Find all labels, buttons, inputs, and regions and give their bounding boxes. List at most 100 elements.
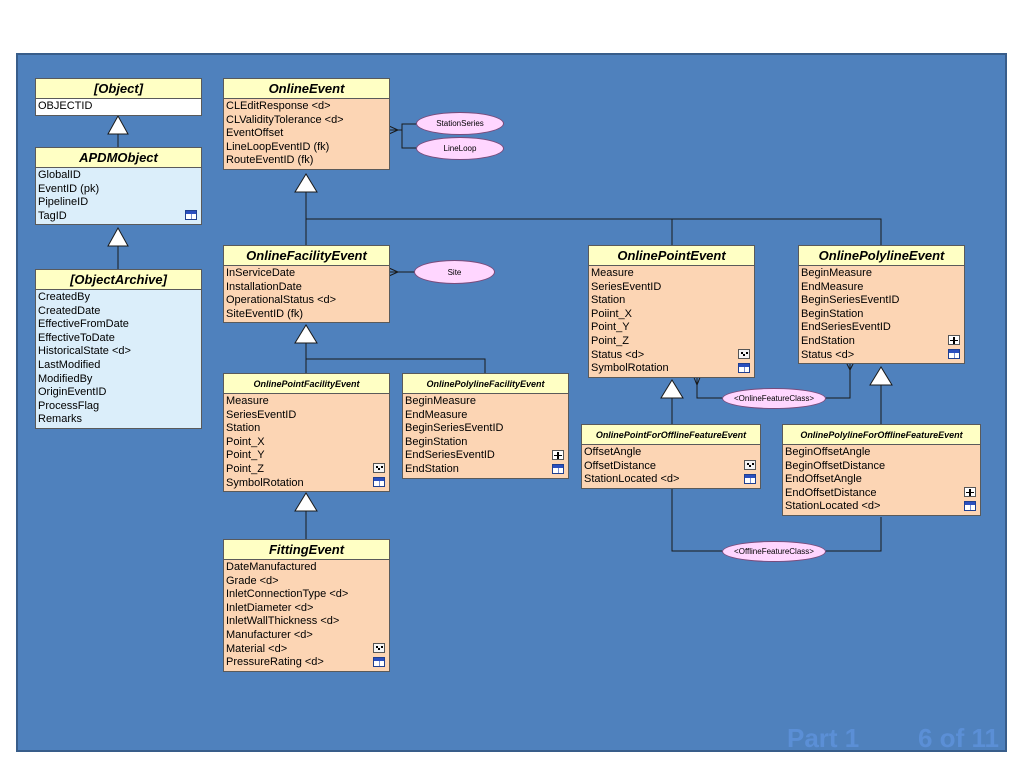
attribute: Point_Z — [226, 462, 264, 475]
online-point-event-class[interactable]: OnlinePointEvent Measure SeriesEventID S… — [588, 245, 755, 378]
object-class[interactable]: [Object] OBJECTID — [35, 78, 202, 116]
attribute: BeginOffsetDistance — [785, 459, 886, 472]
attribute: InServiceDate — [226, 267, 296, 279]
line-icon — [552, 449, 564, 460]
online-feature-class-oval[interactable]: <OnlineFeatureClass> — [722, 388, 826, 409]
part-label: Part 1 — [787, 723, 860, 753]
online-polyline-facility-event-class[interactable]: OnlinePolylineFacilityEvent BeginMeasure… — [402, 373, 569, 479]
attribute: BeginStation — [405, 435, 468, 448]
attribute: Station — [226, 422, 261, 435]
table-icon — [964, 500, 976, 511]
attribute: EndOffsetAngle — [785, 473, 862, 486]
attribute: StationLocated <d> — [584, 473, 680, 486]
attribute: OBJECTID — [38, 100, 93, 112]
class-title: OnlinePolylineFacilityEvent — [403, 374, 568, 394]
object-archive-class[interactable]: [ObjectArchive] CreatedBy CreatedDate Ef… — [35, 269, 202, 429]
station-series-oval[interactable]: StationSeries — [416, 112, 504, 135]
inheritance-arrow — [294, 492, 318, 512]
attribute: Point_Y — [226, 449, 265, 462]
table-icon — [738, 362, 750, 373]
class-title: FittingEvent — [224, 540, 389, 560]
attribute: InletDiameter <d> — [226, 601, 314, 614]
attribute: BeginSeriesEventID — [405, 422, 504, 435]
dice-icon — [738, 348, 750, 359]
attribute: BeginStation — [801, 307, 864, 320]
attribute: PressureRating <d> — [226, 656, 324, 669]
online-point-facility-event-class[interactable]: OnlinePointFacilityEvent Measure SeriesE… — [223, 373, 390, 493]
attribute: SymbolRotation — [226, 476, 304, 489]
table-icon — [552, 463, 564, 474]
fitting-event-class[interactable]: FittingEvent DateManufactured Grade <d> … — [223, 539, 390, 672]
online-point-for-offline-feature-event-class[interactable]: OnlinePointForOfflineFeatureEvent Offset… — [581, 424, 761, 489]
line-loop-oval[interactable]: LineLoop — [416, 137, 504, 160]
attribute: LastModified — [38, 358, 101, 371]
inheritance-arrow — [294, 173, 318, 193]
attribute: Point_Z — [591, 334, 629, 347]
attribute: BeginOffsetAngle — [785, 446, 871, 458]
attribute: EndOffsetDistance — [785, 486, 877, 499]
attribute: EventOffset — [226, 127, 284, 140]
attribute: Material <d> — [226, 642, 288, 655]
class-title: OnlinePolylineEvent — [799, 246, 964, 266]
attribute: SeriesEventID — [591, 280, 662, 293]
attribute: EndSeriesEventID — [405, 449, 495, 462]
table-icon — [373, 656, 385, 667]
table-icon — [948, 349, 960, 360]
attribute: OperationalStatus <d> — [226, 294, 337, 307]
dice-icon — [373, 642, 385, 653]
table-icon — [744, 473, 756, 484]
online-facility-event-class[interactable]: OnlineFacilityEvent InServiceDate Instal… — [223, 245, 390, 324]
attribute: EffectiveFromDate — [38, 318, 129, 331]
class-title: OnlineFacilityEvent — [224, 246, 389, 266]
offline-feature-class-oval[interactable]: <OfflineFeatureClass> — [722, 541, 826, 562]
attribute: Grade <d> — [226, 574, 279, 587]
attribute: EventID (pk) — [38, 182, 100, 195]
online-polyline-event-class[interactable]: OnlinePolylineEvent BeginMeasure EndMeas… — [798, 245, 965, 365]
attribute: Status <d> — [591, 348, 645, 361]
class-title: OnlinePolylineForOfflineFeatureEvent — [783, 425, 980, 445]
inheritance-arrow — [294, 324, 318, 344]
attribute: EndMeasure — [405, 408, 468, 421]
line-icon — [964, 486, 976, 497]
class-title: [ObjectArchive] — [36, 270, 201, 290]
class-title: OnlinePointForOfflineFeatureEvent — [582, 425, 760, 445]
attribute: InstallationDate — [226, 280, 302, 293]
attribute: EndStation — [405, 462, 459, 475]
attribute: BeginMeasure — [801, 267, 872, 279]
attribute: OriginEventID — [38, 386, 107, 399]
attribute: EndMeasure — [801, 280, 864, 293]
attribute: RouteEventID (fk) — [226, 154, 314, 167]
attribute: Remarks — [38, 413, 83, 426]
online-event-class[interactable]: OnlineEvent CLEditResponse <d> CLValidit… — [223, 78, 390, 170]
attribute: HistoricalState <d> — [38, 345, 131, 358]
attribute: CLValidityTolerance <d> — [226, 113, 344, 126]
attribute: Measure — [591, 267, 634, 279]
class-title: [Object] — [36, 79, 201, 99]
attribute: DateManufactured — [226, 561, 317, 573]
inheritance-arrow — [107, 114, 129, 135]
dice-icon — [373, 463, 385, 474]
attribute: SeriesEventID — [226, 408, 297, 421]
line-icon — [948, 335, 960, 346]
apdm-object-class[interactable]: APDMObject GlobalID EventID (pk) Pipelin… — [35, 147, 202, 226]
online-polyline-for-offline-feature-event-class[interactable]: OnlinePolylineForOfflineFeatureEvent Beg… — [782, 424, 981, 516]
attribute: InletConnectionType <d> — [226, 588, 349, 601]
attribute: ProcessFlag — [38, 399, 100, 412]
attribute: OffsetAngle — [584, 446, 642, 458]
class-title: OnlinePointFacilityEvent — [224, 374, 389, 394]
attribute: Point_X — [226, 435, 265, 448]
attribute: PipelineID — [38, 196, 89, 209]
attribute: EndSeriesEventID — [801, 321, 891, 334]
attribute: EffectiveToDate — [38, 331, 115, 344]
attribute: InletWallThickness <d> — [226, 615, 340, 628]
page-number: 6 of 11 — [918, 723, 999, 753]
attribute: ModifiedBy — [38, 372, 93, 385]
class-title: OnlineEvent — [224, 79, 389, 99]
attribute: LineLoopEventID (fk) — [226, 140, 330, 153]
attribute: Status <d> — [801, 348, 855, 361]
attribute: BeginSeriesEventID — [801, 294, 900, 307]
site-oval[interactable]: Site — [414, 260, 495, 284]
attribute: BeginMeasure — [405, 395, 476, 407]
attribute: OffsetDistance — [584, 459, 656, 472]
